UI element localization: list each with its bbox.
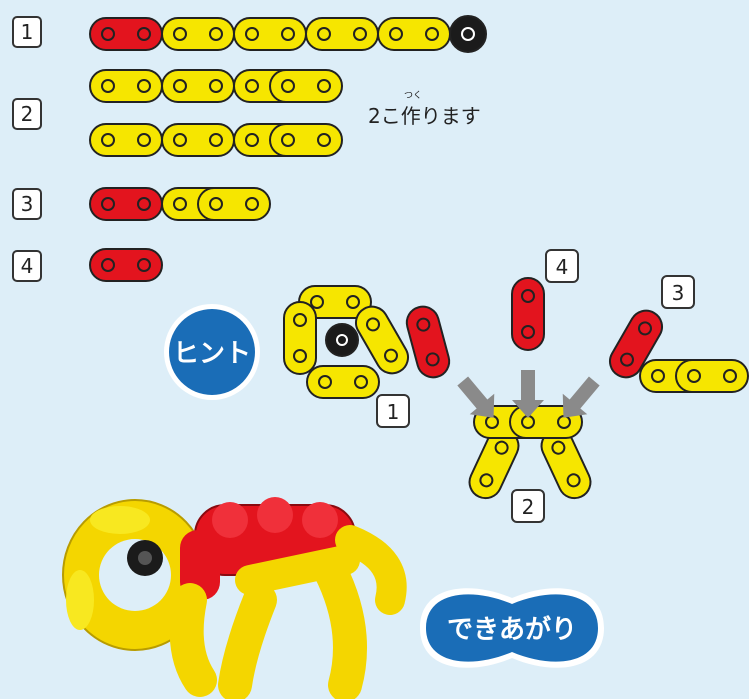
step-3-number: 3 — [12, 188, 42, 220]
step-1-number: 1 — [12, 16, 42, 48]
finished-badge: できあがり — [420, 588, 604, 668]
hint-label-3-box — [661, 275, 695, 309]
hint-part-1 — [283, 285, 454, 399]
hint-part-4 — [511, 277, 545, 351]
hint-label-2-box — [511, 489, 545, 523]
hint-label-4: 4 — [556, 255, 569, 279]
step-2-chain-a — [89, 69, 343, 103]
step-2-note-ruby: つく — [404, 91, 423, 101]
finished-badge-label: できあがり — [447, 614, 577, 645]
step-3-chain — [89, 187, 271, 221]
step-2-note: 2こ作ります — [368, 104, 481, 128]
hint-label-2: 2 — [522, 495, 535, 519]
step-4-chain — [89, 248, 163, 282]
hint-label-1-box — [376, 394, 410, 428]
step-2-number: 2 — [12, 98, 42, 130]
hint-part-2 — [463, 405, 597, 505]
hint-part-3 — [603, 303, 749, 393]
black-peg-icon — [325, 323, 359, 357]
hint-label-4-box — [545, 249, 579, 283]
finished-toy-image — [62, 497, 407, 699]
step-4-number: 4 — [12, 250, 42, 282]
step-2-chain-b — [89, 123, 343, 157]
black-peg-icon — [449, 15, 487, 53]
hint-badge-label: ヒント — [173, 339, 251, 369]
hint-badge: ヒント — [164, 304, 260, 400]
hint-label-3: 3 — [672, 281, 685, 305]
step-1-chain — [89, 15, 487, 53]
hint-label-1: 1 — [387, 400, 400, 424]
